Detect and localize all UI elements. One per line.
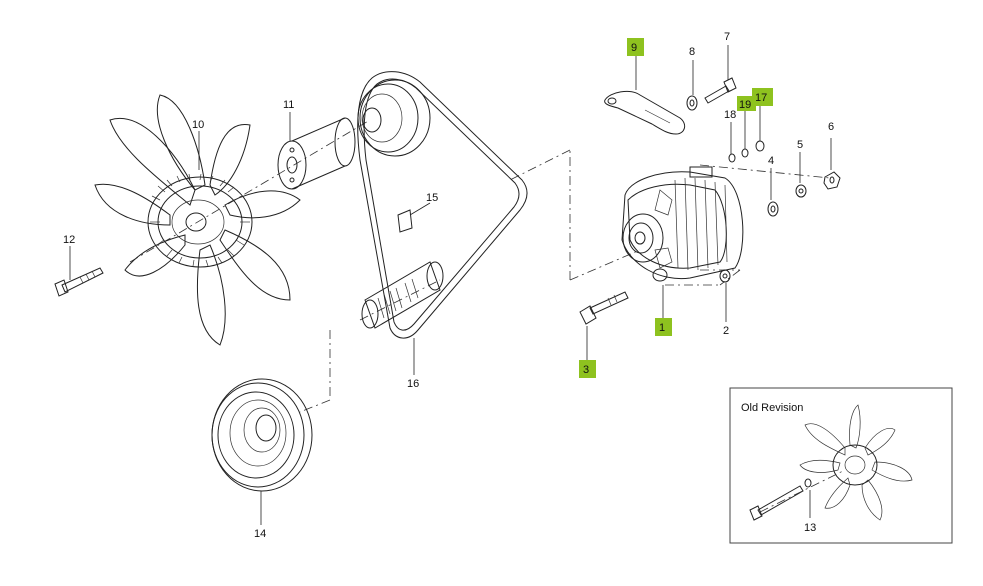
callout-9[interactable]: 9 — [627, 38, 644, 56]
svg-text:4: 4 — [768, 155, 774, 167]
svg-text:8: 8 — [689, 46, 695, 58]
callout-11[interactable]: 11 — [283, 99, 294, 111]
leader-lines — [69, 45, 832, 525]
fan-spacer — [277, 117, 356, 190]
callout-1[interactable]: 1 — [655, 318, 672, 336]
svg-text:16: 16 — [407, 378, 419, 390]
svg-text:18: 18 — [724, 109, 736, 121]
bracket-bolt — [686, 77, 737, 111]
svg-text:10: 10 — [192, 119, 204, 131]
callout-12[interactable]: 12 — [63, 234, 75, 246]
inset-bolt — [749, 469, 846, 521]
svg-text:12: 12 — [63, 234, 75, 246]
callout-5[interactable]: 5 — [797, 139, 803, 151]
crankshaft — [361, 209, 444, 329]
svg-text:6: 6 — [828, 121, 834, 133]
callout-8[interactable]: 8 — [689, 46, 695, 58]
callout-14[interactable]: 14 — [254, 528, 266, 540]
callout-10[interactable]: 10 — [192, 119, 204, 131]
callout-15[interactable]: 15 — [426, 192, 438, 204]
svg-text:15: 15 — [426, 192, 438, 204]
callout-13[interactable]: 13 — [804, 522, 816, 534]
small-fasteners — [728, 140, 765, 163]
svg-text:11: 11 — [283, 99, 294, 111]
callout-6[interactable]: 6 — [828, 121, 834, 133]
inset-title: Old Revision — [741, 402, 803, 414]
lower-pulley — [211, 378, 313, 492]
callout-3[interactable]: 3 — [579, 360, 596, 378]
crank-pulley — [357, 79, 431, 157]
old-revision-inset: Old Revision — [729, 387, 953, 544]
callout-16[interactable]: 16 — [407, 378, 419, 390]
center-lines — [129, 119, 831, 413]
svg-text:7: 7 — [724, 31, 730, 43]
svg-text:1: 1 — [659, 322, 665, 334]
svg-text:19: 19 — [739, 99, 751, 111]
adjust-bracket — [604, 90, 686, 135]
pivot-bolt — [579, 269, 731, 325]
svg-text:3: 3 — [583, 364, 589, 376]
callout-2[interactable]: 2 — [723, 325, 729, 337]
svg-text:5: 5 — [797, 139, 803, 151]
callout-19[interactable]: 19 — [737, 96, 756, 111]
svg-text:13: 13 — [804, 522, 816, 534]
svg-text:14: 14 — [254, 528, 266, 540]
drive-belt — [357, 71, 528, 339]
cooling-fan — [94, 94, 301, 346]
inset-fan — [799, 404, 913, 521]
svg-text:2: 2 — [723, 325, 729, 337]
inset-frame — [729, 387, 953, 544]
washers-nut — [767, 171, 841, 217]
svg-text:17: 17 — [755, 92, 767, 104]
callout-7[interactable]: 7 — [724, 31, 730, 43]
callout-4[interactable]: 4 — [768, 155, 774, 167]
svg-text:9: 9 — [631, 42, 637, 54]
callout-17[interactable]: 17 — [752, 88, 773, 106]
callouts: 1 2 3 4 5 6 7 8 9 10 11 — [63, 31, 834, 540]
fan-bolt — [54, 267, 104, 297]
alternator — [621, 166, 744, 282]
callout-18[interactable]: 18 — [724, 109, 736, 121]
